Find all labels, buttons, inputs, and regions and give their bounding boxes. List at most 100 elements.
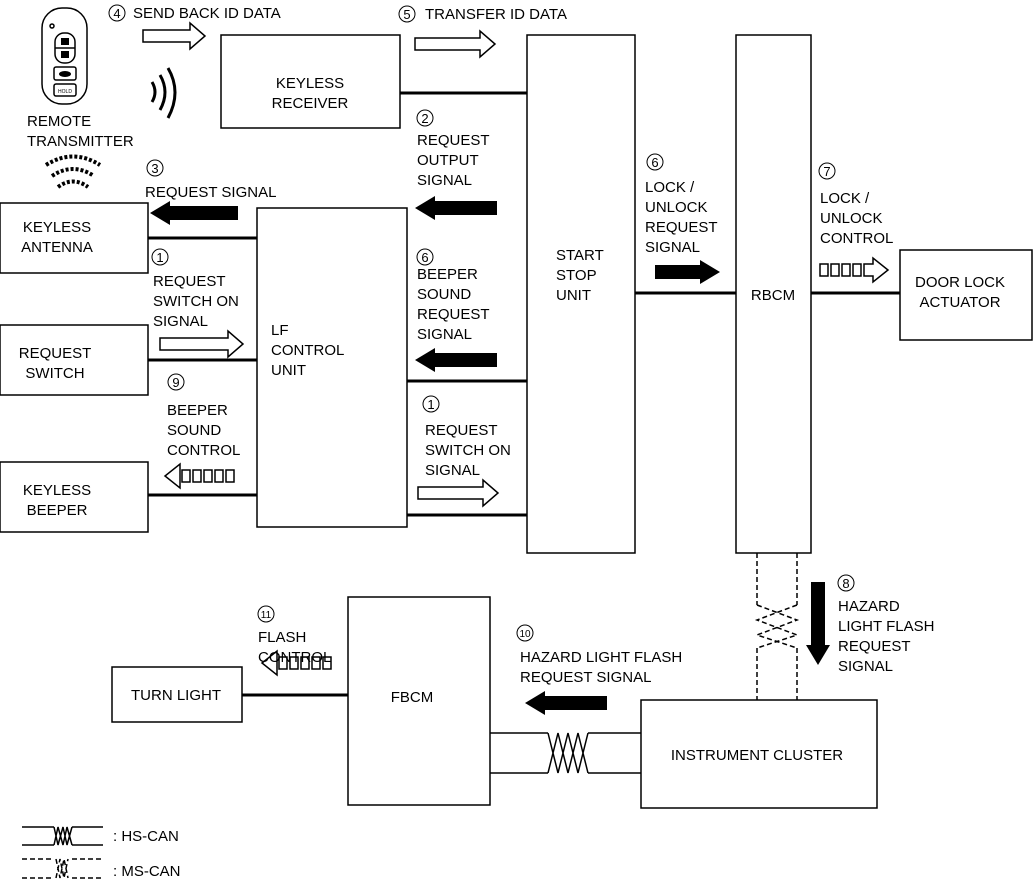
- signal-text: UNLOCK: [820, 210, 883, 227]
- ms-can-bus: [754, 553, 800, 700]
- arrow-left-dashed-icon: [260, 649, 332, 677]
- antenna-label-2: ANTENNA: [21, 239, 93, 256]
- signal-text: SIGNAL: [425, 462, 480, 479]
- arrow-right-filled-icon: [655, 260, 720, 284]
- arrow-left-filled-icon: [525, 691, 607, 715]
- signal-text: LIGHT FLASH: [838, 618, 934, 635]
- signal-text: HAZARD LIGHT FLASH: [520, 649, 682, 666]
- arrow-left-filled-icon: [415, 348, 497, 372]
- arrow-left-filled-icon: [150, 201, 238, 225]
- hs-can-legend-label: : HS-CAN: [113, 828, 179, 845]
- signal-text: SIGNAL: [417, 326, 472, 343]
- fbcm-block: FBCM: [347, 596, 491, 806]
- step-number: 2: [421, 111, 428, 126]
- signal-11-label: 11 FLASH CONTROL: [257, 605, 331, 666]
- signal-text: REQUEST: [645, 219, 718, 236]
- turn-light-block: TURN LIGHT: [111, 666, 243, 723]
- keyless-receiver-block: KEYLESS RECEIVER: [220, 34, 401, 129]
- remote-label-2: TRANSMITTER: [27, 133, 134, 150]
- signal-text: REQUEST: [425, 422, 498, 439]
- start-stop-label-2: STOP: [556, 267, 597, 284]
- step-number: 11: [261, 610, 272, 621]
- signal-text: OUTPUT: [417, 152, 479, 169]
- beeper-label-2: BEEPER: [27, 502, 88, 519]
- signal-text: SWITCH ON: [153, 293, 239, 310]
- signal-text: CONTROL: [820, 230, 893, 247]
- step-number: 1: [427, 397, 434, 412]
- signal-text: REQUEST: [417, 306, 490, 323]
- step-number: 8: [842, 576, 849, 591]
- keyless-antenna-block: KEYLESS ANTENNA: [0, 202, 149, 274]
- lf-control-unit-block: LF CONTROL UNIT: [256, 207, 408, 528]
- rbcm-label: RBCM: [751, 287, 795, 304]
- signal-text: REQUEST: [417, 132, 490, 149]
- lf-label-1: LF: [271, 322, 289, 339]
- arrow-right-dashed-icon: [819, 256, 890, 284]
- signal-9-label: 9 BEEPER SOUND CONTROL: [167, 373, 240, 459]
- lf-label-3: UNIT: [271, 362, 306, 379]
- door-lock-actuator-block: DOOR LOCK ACTUATOR: [899, 249, 1033, 341]
- cluster-label: INSTRUMENT CLUSTER: [671, 747, 843, 764]
- signal-5-label: 5 TRANSFER ID DATA: [398, 5, 567, 23]
- signal-text: SEND BACK ID DATA: [133, 5, 281, 22]
- start-stop-label-3: UNIT: [556, 287, 591, 304]
- wiring: [148, 91, 900, 697]
- signal-text: SIGNAL: [838, 658, 893, 675]
- signal-6b-label: 6 LOCK / UNLOCK REQUEST SIGNAL: [645, 153, 718, 256]
- signal-text: FLASH: [258, 629, 306, 646]
- signal-text: BEEPER: [167, 402, 228, 419]
- keyless-beeper-block: KEYLESS BEEPER: [0, 461, 149, 533]
- signal-text: TRANSFER ID DATA: [425, 6, 567, 23]
- arrow-left-dashed-icon: [163, 462, 235, 490]
- step-number: 5: [403, 7, 410, 22]
- signal-text: SIGNAL: [153, 313, 208, 330]
- step-number: 3: [151, 161, 158, 176]
- keyless-receiver-label-2: RECEIVER: [272, 95, 349, 112]
- door-lock-label-1: DOOR LOCK: [915, 274, 1005, 291]
- ms-can-legend-symbol: [22, 858, 103, 879]
- signal-text: SWITCH ON: [425, 442, 511, 459]
- antenna-label-1: KEYLESS: [23, 219, 91, 236]
- signal-1b-label: 1 REQUEST SWITCH ON SIGNAL: [422, 395, 511, 479]
- signal-6a-label: 6 BEEPER SOUND REQUEST SIGNAL: [416, 248, 490, 343]
- hold-button-label: HOLD: [58, 89, 72, 95]
- lf-label-2: CONTROL: [271, 342, 344, 359]
- signal-text: SOUND: [167, 422, 221, 439]
- instrument-cluster-block: INSTRUMENT CLUSTER: [640, 699, 878, 809]
- rbcm-block: RBCM: [735, 34, 812, 554]
- arrow-right-outline-icon: [159, 329, 245, 359]
- turn-light-label: TURN LIGHT: [131, 687, 221, 704]
- signal-text: REQUEST: [838, 638, 911, 655]
- signal-4-label: 4 SEND BACK ID DATA: [108, 4, 281, 22]
- signal-text: CONTROL: [258, 649, 331, 666]
- signal-text: REQUEST SIGNAL: [520, 669, 651, 686]
- signal-text: REQUEST: [153, 273, 226, 290]
- signal-8-label: 8 HAZARD LIGHT FLASH REQUEST SIGNAL: [837, 574, 934, 675]
- beeper-label-1: KEYLESS: [23, 482, 91, 499]
- request-switch-label-2: SWITCH: [25, 365, 84, 382]
- arrow-left-filled-icon: [415, 196, 497, 220]
- signal-text: UNLOCK: [645, 199, 708, 216]
- legend: : HS-CAN : MS-CAN: [22, 826, 181, 880]
- keyless-receiver-label-1: KEYLESS: [276, 75, 344, 92]
- signal-text: LOCK /: [645, 179, 695, 196]
- arrow-down-filled-icon: [806, 582, 830, 665]
- signal-7-label: 7 LOCK / UNLOCK CONTROL: [818, 162, 893, 247]
- step-number: 4: [113, 6, 120, 21]
- hs-can-bus: [490, 732, 641, 774]
- request-switch-block: REQUEST SWITCH: [0, 324, 149, 396]
- door-lock-label-2: ACTUATOR: [919, 294, 1000, 311]
- request-switch-label-1: REQUEST: [19, 345, 92, 362]
- request-waves-icon: [44, 154, 102, 189]
- signal-2-label: 2 REQUEST OUTPUT SIGNAL: [416, 109, 490, 189]
- fbcm-label: FBCM: [391, 689, 434, 706]
- remote-transmitter-icon: HOLD: [41, 7, 88, 105]
- signal-text: REQUEST SIGNAL: [145, 184, 276, 201]
- step-number: 10: [519, 629, 531, 640]
- arrow-right-outline-icon: [417, 478, 500, 508]
- step-number: 6: [421, 250, 428, 265]
- wireless-waves-icon: [150, 67, 177, 119]
- signal-10-label: 10 HAZARD LIGHT FLASH REQUEST SIGNAL: [516, 624, 682, 686]
- signal-text: SOUND: [417, 286, 471, 303]
